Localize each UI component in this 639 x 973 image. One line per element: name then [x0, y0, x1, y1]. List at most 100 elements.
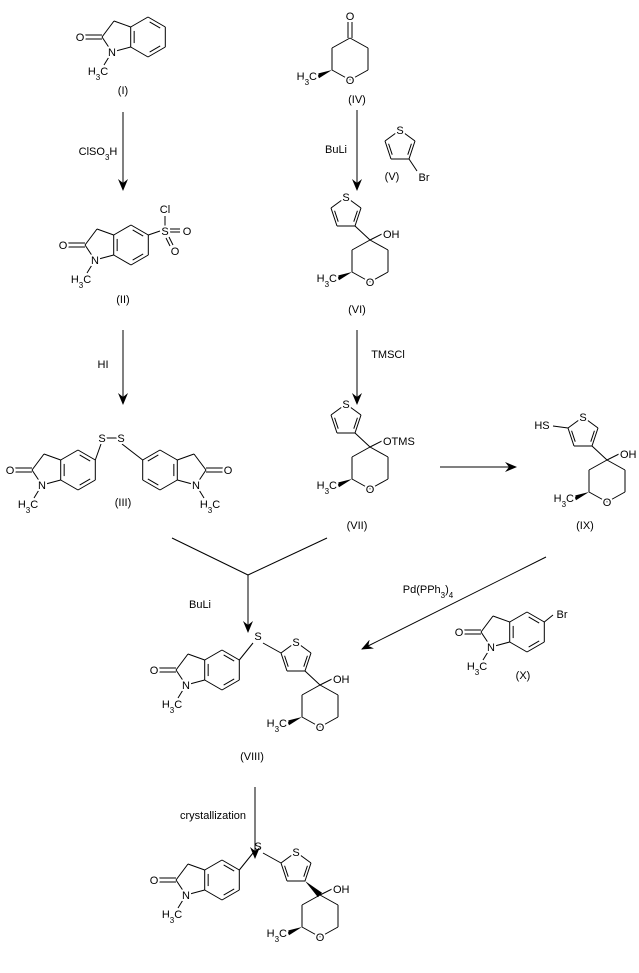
thiophene-bond: [295, 851, 312, 864]
pyran-bond: [301, 684, 321, 696]
thiophene-bond: [567, 416, 584, 429]
benzene-bond: [142, 479, 161, 491]
thiophene-bond: [384, 129, 401, 142]
benzene-bond: [159, 479, 178, 491]
bromine-label: Br: [557, 609, 568, 621]
sulfur-label: S: [161, 226, 168, 238]
bromo-bond: [543, 614, 554, 623]
bromine-label: Br: [419, 172, 430, 184]
double-bond-inner: [303, 655, 308, 667]
hydroxyl-label: OH: [333, 674, 350, 686]
oxygen-label: O: [59, 240, 68, 252]
benzene-bond: [221, 679, 240, 691]
ring-oxygen-label: O: [316, 932, 325, 944]
bond: [101, 20, 115, 38]
double-bond-inner: [353, 417, 358, 429]
pyran-bond: [319, 926, 339, 938]
oxygen-label: O: [6, 465, 15, 477]
methyl-label: H3C: [18, 499, 38, 515]
nitrogen-label: N: [182, 680, 190, 692]
benzene-bond: [221, 649, 240, 661]
benzene-bond: [130, 254, 149, 266]
bond: [94, 254, 114, 261]
sulfide-bond: [121, 443, 144, 461]
benzene-bond: [204, 889, 223, 901]
compound-label-VIII: (VIII): [240, 751, 264, 763]
sulfonyl-double-bond: [168, 236, 174, 246]
benzene-bond: [113, 224, 132, 236]
n-methyl-bond: [482, 646, 492, 661]
thiol-bond: [552, 425, 569, 429]
pyran-bond: [319, 894, 339, 906]
nitrogen-label: N: [108, 47, 116, 59]
sulfide-bond: [238, 642, 254, 661]
thiophene-sulfur-label: S: [579, 412, 586, 424]
sulfide-bond: [262, 642, 282, 654]
double-bond-inner: [528, 616, 540, 624]
pyran-bond: [319, 716, 339, 728]
pyran-bond: [606, 459, 626, 471]
bond: [111, 46, 131, 53]
double-bond-inner: [284, 865, 289, 877]
double-bond-inner: [528, 640, 540, 648]
sulfonyl-bond: [148, 230, 161, 236]
thiophene-bond: [354, 414, 362, 434]
benzene-bond: [130, 46, 149, 58]
nitrogen-label: N: [38, 480, 46, 492]
thiophene-bond: [330, 207, 338, 227]
benzene-bond: [77, 449, 96, 461]
compound-label-IX: (IX): [576, 520, 594, 532]
methyl-wedge-bond: [317, 70, 332, 79]
keto-oxygen-label: O: [346, 11, 355, 23]
thiophene-bond: [304, 862, 312, 882]
methyl-label: H3C: [267, 718, 287, 734]
benzene-bond: [221, 859, 240, 871]
merge-line-left: [171, 537, 249, 576]
bond: [96, 228, 114, 236]
benzene-bond: [77, 479, 96, 491]
bond: [193, 453, 207, 471]
benzene-bond: [130, 224, 149, 236]
pyran-bond: [301, 894, 321, 906]
thiophene-sulfur-label: S: [342, 399, 349, 411]
thiophene-bond: [280, 851, 297, 864]
reagent-buli-2: BuLi: [189, 599, 211, 611]
methyl-label: H3C: [88, 66, 108, 82]
bond: [101, 36, 113, 53]
double-bond-inner: [407, 143, 412, 155]
bond: [175, 879, 187, 896]
compound-label-V: (V): [385, 171, 400, 183]
n-methyl-bond: [33, 484, 43, 499]
benzene-bond: [221, 889, 240, 901]
thiophene-bond: [280, 641, 297, 654]
pyran-bond: [588, 491, 608, 503]
double-bond-inner: [147, 478, 159, 486]
bond: [185, 679, 205, 686]
thienyl-bond: [304, 670, 321, 686]
bond: [113, 20, 131, 28]
double-bond-inner: [149, 21, 161, 29]
stereo-wedge-bond: [305, 881, 323, 898]
double-bond-inner: [149, 45, 161, 53]
bond: [177, 479, 197, 486]
sulfur-label: S: [98, 433, 105, 445]
hydroxyl-label: OH: [620, 449, 637, 461]
otms-label: OTMS: [383, 436, 415, 448]
benzene-bond: [113, 254, 132, 266]
nitrogen-label: N: [91, 255, 99, 267]
methyl-label: H3C: [554, 493, 574, 509]
pyran-bond: [331, 69, 351, 81]
bond: [492, 615, 510, 623]
double-bond-inner: [79, 478, 91, 486]
oxygen-label: O: [150, 875, 159, 887]
thiol-label: HS: [534, 420, 549, 432]
compound-label-II: (II): [116, 294, 129, 306]
pyran-bond: [351, 271, 371, 283]
chlorine-label: Cl: [160, 204, 170, 216]
reagent-buli-1: BuLi: [325, 144, 347, 156]
sulfur-label: S: [117, 433, 124, 445]
bond: [175, 669, 187, 686]
bond: [31, 453, 45, 471]
bond: [31, 469, 43, 486]
